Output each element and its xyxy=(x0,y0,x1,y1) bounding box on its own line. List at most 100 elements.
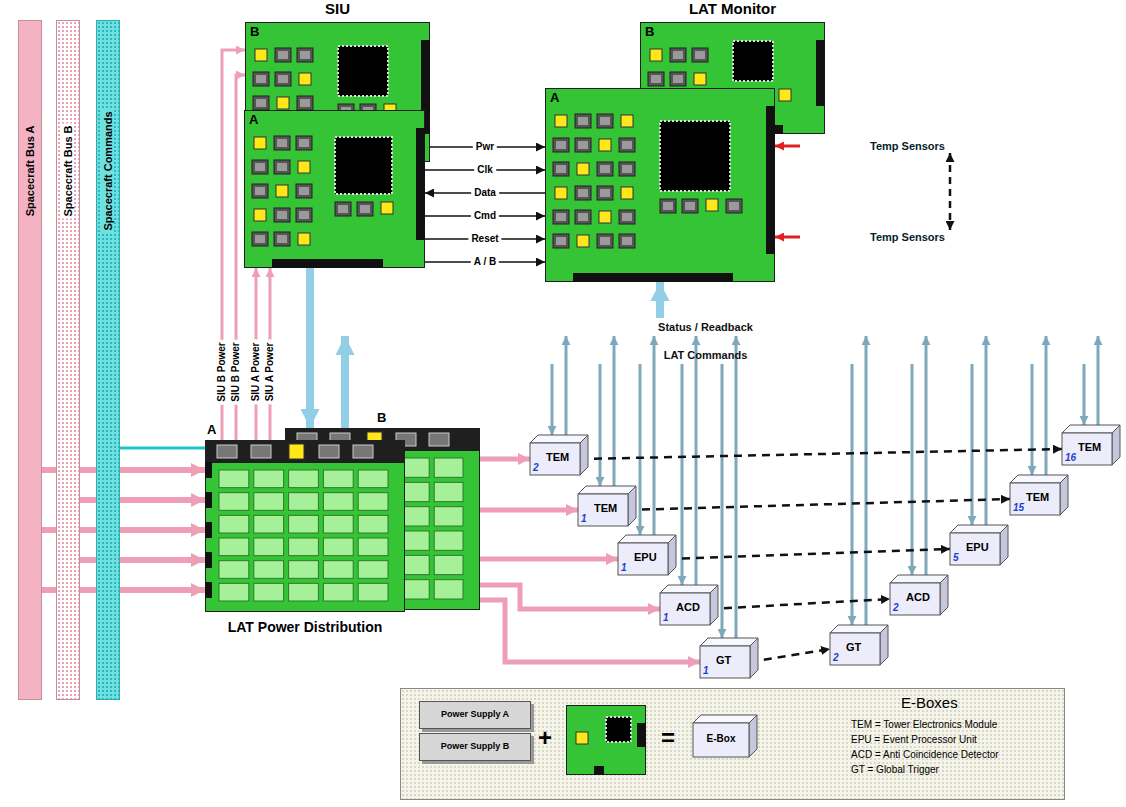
power-module xyxy=(358,515,388,533)
box-front xyxy=(530,443,580,475)
chip xyxy=(335,202,351,216)
box-top xyxy=(578,486,636,494)
node-text: 1 xyxy=(621,563,627,573)
temp-sensor-bar: Temp Sensors xyxy=(800,230,1120,244)
connector xyxy=(775,145,800,148)
signal-label: Pwr xyxy=(473,141,497,153)
node-text: LAT Power Distribution xyxy=(228,620,383,635)
yellow-component xyxy=(555,115,567,127)
box-side xyxy=(628,486,636,526)
box-side xyxy=(1060,475,1068,515)
chip xyxy=(692,48,708,62)
node-text: Spacecraft Commands xyxy=(102,109,114,232)
e-box: 1ACD xyxy=(660,585,718,625)
power-module xyxy=(219,583,249,601)
processor-chip xyxy=(335,137,392,194)
connector xyxy=(865,336,868,625)
power-module xyxy=(289,583,319,601)
power-module xyxy=(219,561,249,579)
chip xyxy=(597,186,613,200)
chip-die xyxy=(663,202,673,210)
box-top xyxy=(1010,475,1068,483)
bus-band: LAT Commands xyxy=(285,346,1126,364)
signal-label: SIU B Power xyxy=(230,339,242,404)
chip-die xyxy=(673,75,683,83)
node-text: 2 xyxy=(833,653,839,663)
node-text: Power Supply B xyxy=(420,742,530,752)
e-box: E-Box xyxy=(693,715,757,757)
signal-label: A / B xyxy=(471,256,499,268)
chip-die xyxy=(600,165,610,173)
box-front xyxy=(578,494,628,526)
temp-sensor-bar: Temp Sensors xyxy=(800,139,1120,153)
yellow-component xyxy=(277,97,289,109)
chip xyxy=(670,72,686,86)
bus-bar: Spacecraft Commands xyxy=(96,20,120,700)
connector xyxy=(1097,336,1100,425)
chip-die xyxy=(299,139,309,147)
e-box: 5EPU xyxy=(950,525,1008,565)
chip-die xyxy=(255,187,265,195)
chip xyxy=(619,162,635,176)
node-text: LAT Monitor xyxy=(640,1,825,18)
e-box: 16TEM xyxy=(1062,425,1120,465)
chip-die xyxy=(256,75,266,83)
node-text: A xyxy=(550,91,559,105)
box-front xyxy=(890,583,940,615)
edge-connector xyxy=(573,273,733,282)
chip-die xyxy=(255,163,265,171)
connector xyxy=(656,282,664,318)
chip xyxy=(619,234,635,248)
connector xyxy=(710,599,890,609)
connector xyxy=(480,508,578,513)
yellow-component xyxy=(694,73,706,85)
chip xyxy=(274,136,290,150)
box-top xyxy=(890,575,948,583)
connector xyxy=(480,457,530,462)
box-side xyxy=(940,575,948,615)
chip-die xyxy=(622,237,632,245)
chip xyxy=(670,48,686,62)
node-text: EPU xyxy=(966,542,989,553)
power-module xyxy=(254,470,284,488)
node-text: ACD xyxy=(676,602,700,613)
chip-die xyxy=(360,205,370,213)
chip-die xyxy=(622,141,632,149)
power-module xyxy=(254,561,284,579)
circuit-board: A xyxy=(244,110,425,268)
chip-die xyxy=(299,211,309,219)
yellow-component xyxy=(779,89,791,101)
chip xyxy=(275,72,291,86)
connector xyxy=(1045,336,1048,475)
yellow-component xyxy=(621,187,633,199)
yellow-component xyxy=(621,115,633,127)
box-top xyxy=(660,585,718,593)
edge-connector xyxy=(205,552,212,568)
box-front xyxy=(830,633,880,665)
board-outline xyxy=(567,706,646,775)
chip xyxy=(274,160,290,174)
box-top xyxy=(618,535,676,543)
node-text: Temp Sensors xyxy=(870,232,945,243)
power-module xyxy=(254,538,284,556)
power-module xyxy=(289,538,319,556)
yellow-component xyxy=(298,233,310,245)
node-text: 16 xyxy=(1065,453,1076,463)
bus-bar: Spacecraft Bus B xyxy=(56,20,80,700)
chip xyxy=(252,184,268,198)
box-top xyxy=(950,525,1008,533)
yellow-component xyxy=(254,209,266,221)
edge-connector xyxy=(594,766,604,775)
yellow-component xyxy=(299,73,311,85)
chip-die xyxy=(338,205,348,213)
chip xyxy=(253,96,269,110)
chip-die xyxy=(685,202,695,210)
processor-chip xyxy=(733,41,773,81)
chip-die xyxy=(277,235,287,243)
chip xyxy=(274,208,290,222)
node-text: E-Box xyxy=(707,734,736,744)
connector xyxy=(925,336,928,575)
chip xyxy=(726,199,742,213)
chip-die xyxy=(695,51,705,59)
e-box: 2TEM xyxy=(530,435,588,475)
